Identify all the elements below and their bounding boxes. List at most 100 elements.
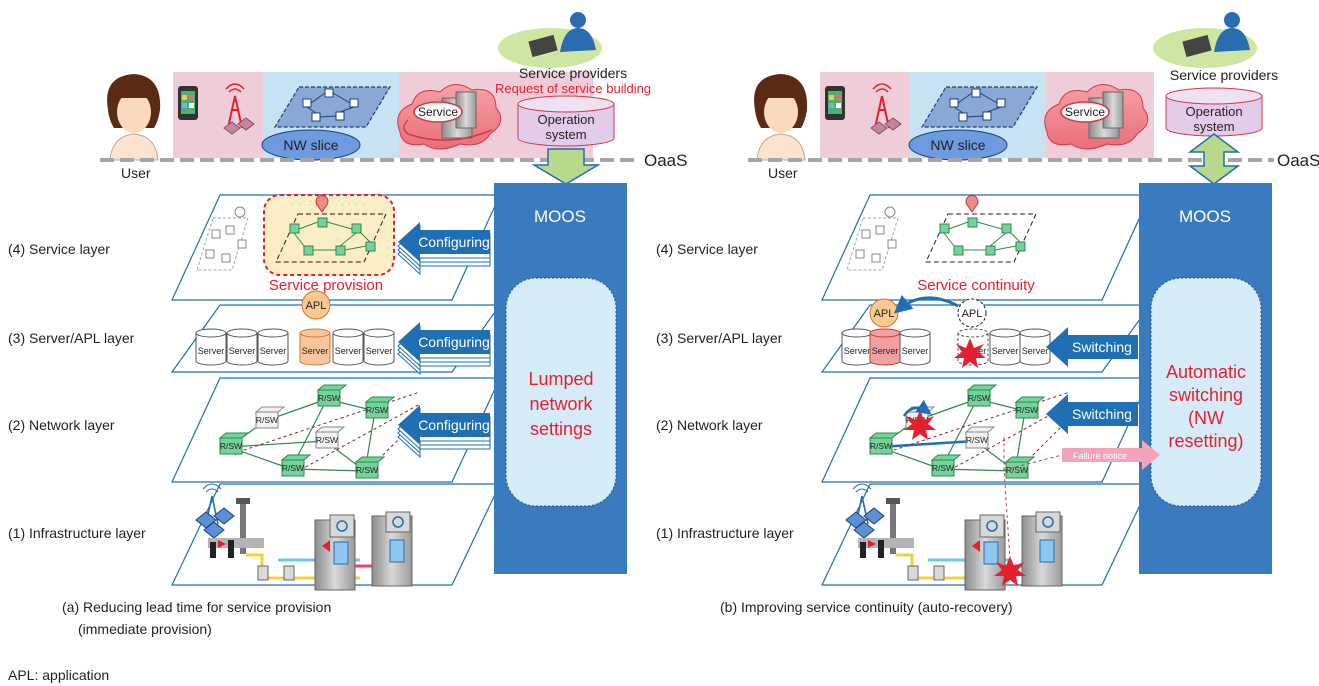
caption-a-1: (a) Reducing lead time for service provi… bbox=[62, 599, 331, 615]
caption-a-2: (immediate provision) bbox=[78, 621, 212, 637]
moos-inner bbox=[1150, 277, 1262, 507]
server-label: Server bbox=[992, 346, 1019, 356]
moos-body-2: switching bbox=[1169, 385, 1243, 405]
server-label: Server bbox=[872, 346, 899, 356]
rsw-label: R/SW bbox=[318, 393, 340, 403]
rsw-label: R/SW bbox=[870, 441, 892, 451]
switching-arrow: Switching bbox=[1046, 327, 1138, 367]
rsw-label: R/SW bbox=[1016, 405, 1038, 415]
operator-icon bbox=[528, 12, 596, 58]
rsw-label: R/SW bbox=[932, 463, 954, 473]
antenna-icon bbox=[223, 83, 255, 135]
oaas-label: OaaS bbox=[644, 151, 687, 170]
router-switch-node: R/SW bbox=[966, 384, 998, 407]
router-switch-node: R/SW bbox=[964, 426, 996, 449]
rsw-label: R/SW bbox=[256, 415, 278, 425]
apl-label: APL bbox=[306, 300, 327, 312]
service-label: Service bbox=[1065, 105, 1105, 119]
user-icon bbox=[754, 74, 808, 161]
moos-body-4: resetting) bbox=[1168, 431, 1243, 451]
failure-burst-icon bbox=[954, 338, 986, 368]
moos-body-3: settings bbox=[530, 419, 592, 439]
layer-label-2: (2) Network layer bbox=[8, 417, 115, 433]
rsw-label: R/SW bbox=[968, 393, 990, 403]
service-layer-graph bbox=[846, 195, 1037, 271]
server-cylinder: Server bbox=[195, 328, 227, 366]
layer-label-4: (4) Service layer bbox=[656, 241, 758, 257]
apl-label: APL bbox=[874, 308, 895, 320]
operation-system bbox=[1165, 87, 1263, 137]
oaas-label: OaaS bbox=[1277, 151, 1319, 170]
failure-notice-arrow bbox=[1003, 440, 1160, 471]
server-label: Server bbox=[229, 346, 256, 356]
nw-slice-plane bbox=[920, 86, 1039, 128]
server-cylinder: Server bbox=[1019, 328, 1051, 366]
service-layer-graph bbox=[196, 194, 395, 276]
rsw-label: R/SW bbox=[356, 465, 378, 475]
layer-label-3: (3) Server/APL layer bbox=[8, 330, 135, 346]
server-cylinder: Server bbox=[226, 328, 258, 366]
failure-burst-icon bbox=[994, 556, 1026, 586]
layer-label-1: (1) Infrastructure layer bbox=[656, 525, 794, 541]
server-cylinder: Server bbox=[989, 328, 1021, 366]
traffic-line bbox=[295, 403, 421, 474]
layer-label-3: (3) Server/APL layer bbox=[656, 330, 783, 346]
request-label: Request of service building bbox=[495, 81, 651, 96]
configuring-arrow: Configuring bbox=[397, 222, 491, 276]
router-switch-node: R/SW bbox=[364, 396, 396, 419]
switching-label: Switching bbox=[1072, 406, 1132, 422]
panel-a: User NW slice Service bbox=[8, 12, 687, 637]
server-label: Server bbox=[260, 346, 287, 356]
router-switch-node: R/SW bbox=[354, 456, 386, 479]
moos-body-1: Automatic bbox=[1166, 362, 1246, 382]
network-link bbox=[228, 440, 326, 448]
opsys-line2: system bbox=[1193, 119, 1234, 134]
service-caption: Service continuity bbox=[917, 277, 1035, 294]
operation-system bbox=[517, 95, 615, 147]
router-switch-node: R/SW bbox=[254, 406, 286, 429]
provider-label: Service providers bbox=[519, 65, 627, 81]
configuring-label: Configuring bbox=[418, 234, 490, 250]
reroute-arrow bbox=[902, 399, 932, 417]
server-label: Server bbox=[902, 346, 929, 356]
moos-label: MOOS bbox=[1179, 207, 1231, 226]
rsw-label: R/SW bbox=[966, 435, 988, 445]
server-label: Server bbox=[302, 346, 329, 356]
service-provision-highlight bbox=[263, 194, 395, 276]
user-icon bbox=[107, 74, 161, 161]
service-caption: Service provision bbox=[269, 277, 383, 294]
layer-label-1: (1) Infrastructure layer bbox=[8, 525, 146, 541]
smartphone-icon bbox=[825, 86, 845, 120]
moos-inner bbox=[505, 277, 617, 507]
network-link bbox=[878, 439, 976, 449]
moos-body-1: Lumped bbox=[528, 369, 593, 389]
green-down-arrow bbox=[531, 148, 601, 185]
server-cylinder: Server bbox=[299, 328, 331, 366]
server-cylinder: Server bbox=[332, 328, 364, 366]
rsw-label: R/SW bbox=[316, 435, 338, 445]
slice-nodes bbox=[302, 88, 359, 122]
apl-bubble bbox=[301, 290, 331, 320]
configuring-label: Configuring bbox=[418, 417, 490, 433]
moos-label: MOOS bbox=[534, 207, 586, 226]
apl-label-failed: APL bbox=[962, 308, 983, 320]
caption-b-1: (b) Improving service continuity (auto-r… bbox=[720, 599, 1013, 615]
moos-body-3: (NW bbox=[1188, 408, 1224, 428]
rsw-label: R/SW bbox=[366, 405, 388, 415]
server-cylinder: Server bbox=[257, 328, 289, 366]
footnote: APL: application bbox=[8, 667, 109, 683]
apl-bubble bbox=[869, 294, 987, 328]
switching-arrow: Switching bbox=[1046, 394, 1138, 434]
rsw-label: R/SW bbox=[1006, 465, 1028, 475]
opsys-line1: Operation bbox=[537, 112, 594, 127]
provider-label: Service providers bbox=[1170, 67, 1278, 83]
router-switch-node: R/SW bbox=[280, 454, 312, 477]
server-cylinder: Server bbox=[841, 328, 873, 366]
nw-slice-label: NW slice bbox=[283, 137, 338, 153]
router-switch-node: R/SW bbox=[314, 426, 346, 449]
router-switch-node: R/SW bbox=[930, 454, 962, 477]
server-cylinder: Server bbox=[869, 328, 901, 366]
